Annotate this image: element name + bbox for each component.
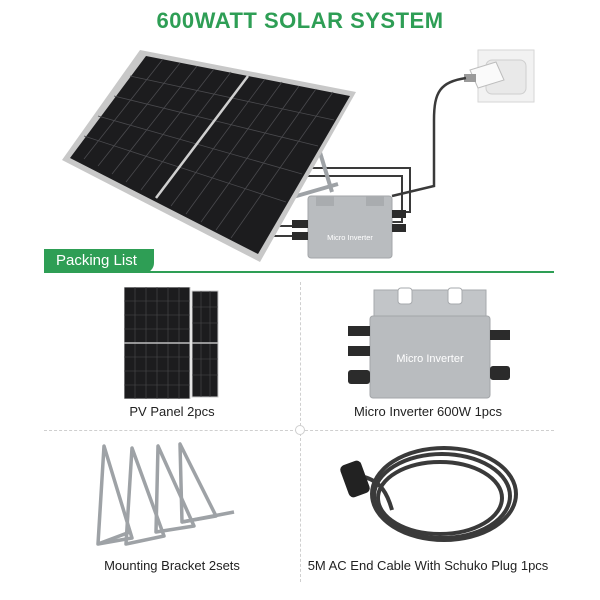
schuko-plug-icon	[340, 460, 370, 498]
ac-cable-icon	[391, 76, 467, 198]
micro-inverter-product-icon: Micro Inverter	[348, 287, 510, 399]
inverter-device-label: Micro Inverter	[396, 353, 464, 365]
item-caption-pv-panel: PV Panel 2pcs	[129, 404, 215, 419]
page-title: 600WATT SOLAR SYSTEM	[156, 8, 444, 33]
packing-list-tab: Packing List	[44, 249, 154, 273]
item-caption-mounting-bracket: Mounting Bracket 2sets	[104, 558, 240, 573]
packing-divider	[44, 271, 554, 273]
system-illustration: Micro Inverter	[62, 49, 535, 262]
pv-panel-icon	[124, 287, 219, 399]
micro-inverter-icon: Micro Inverter	[292, 195, 406, 259]
hero-inverter-label: Micro Inverter	[327, 233, 373, 242]
wall-socket-icon	[464, 49, 535, 103]
item-caption-micro-inverter: Micro Inverter 600W 1pcs	[353, 404, 503, 419]
grid-center-dot	[295, 425, 305, 435]
ac-cable-product-icon	[340, 446, 518, 542]
solar-panel-icon	[62, 50, 356, 262]
item-caption-ac-cable: 5M AC End Cable With Schuko Plug 1pcs	[307, 558, 549, 573]
mounting-bracket-icon	[96, 442, 235, 546]
